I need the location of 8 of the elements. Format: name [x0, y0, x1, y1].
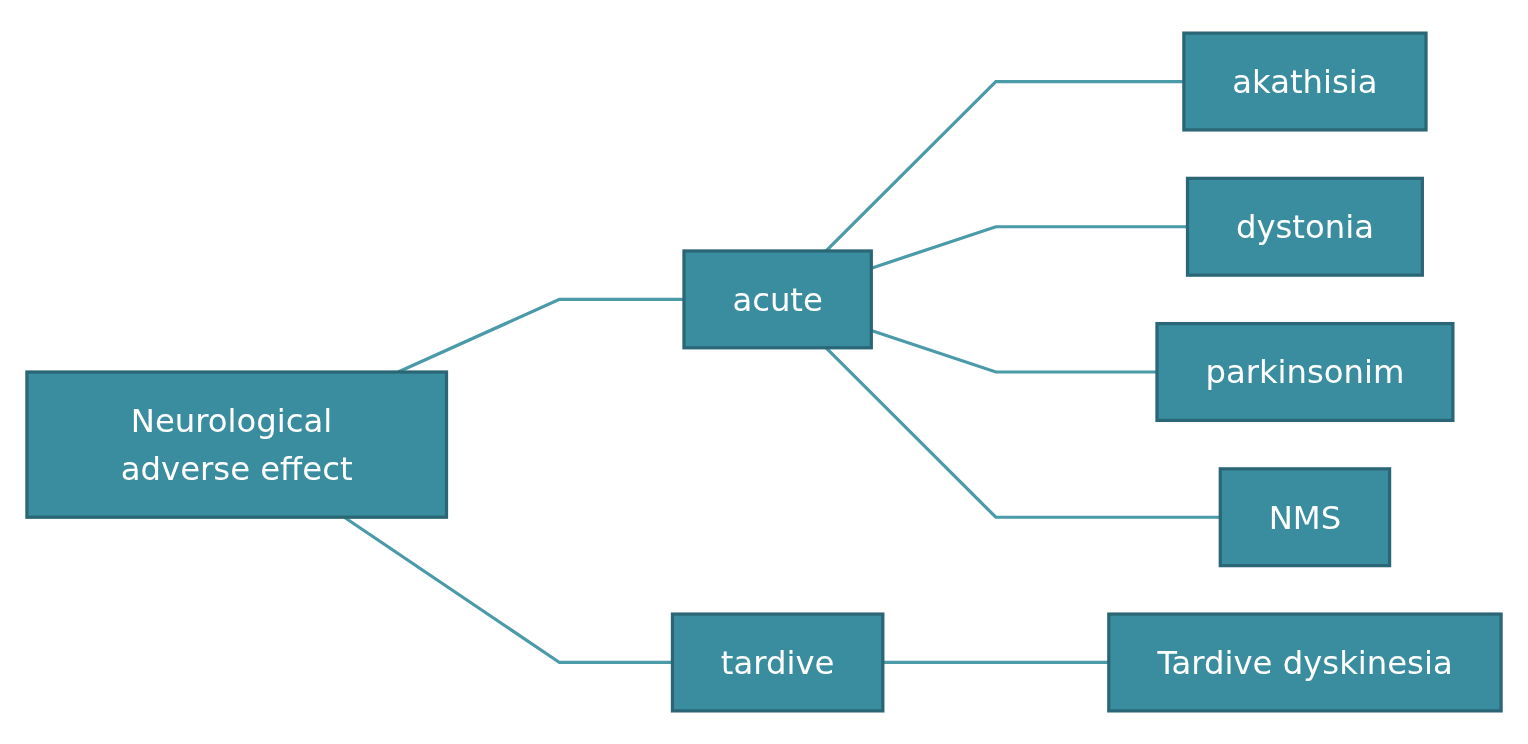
node-box: Neurological adverse effect: [25, 370, 449, 519]
node-box: Tardive dyskinesia: [1107, 612, 1503, 713]
node-box: dystonia: [1185, 176, 1424, 277]
node-box: parkinsonim: [1155, 321, 1455, 423]
node-box: tardive: [670, 612, 885, 713]
node-box: akathisia: [1182, 31, 1428, 132]
node-box: NMS: [1218, 467, 1392, 568]
node-box: acute: [682, 249, 873, 350]
